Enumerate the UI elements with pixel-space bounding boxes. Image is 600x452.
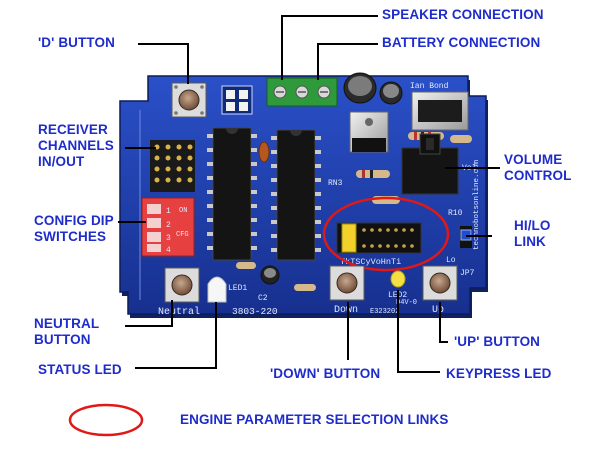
dip-number-3: 3	[166, 234, 171, 243]
silk-website: technobotsonline.com	[473, 159, 481, 250]
leader-neutral	[125, 300, 173, 327]
engine-links-highlight-ellipse	[322, 196, 450, 272]
label-engine-parameter-links: ENGINE PARAMETER SELECTION LINKS	[180, 412, 449, 427]
silk-neutral: Neutral	[158, 306, 200, 318]
label-down-button: 'DOWN' BUTTON	[270, 366, 381, 381]
label-status-led: STATUS LED	[38, 362, 122, 377]
leader-status-led	[135, 302, 217, 369]
terminal-block-icon	[266, 77, 338, 107]
neutral-push-button-icon	[164, 267, 200, 303]
label-d-button: 'D' BUTTON	[38, 35, 115, 50]
leader-speaker	[281, 15, 378, 80]
dip-number-1: 1	[166, 207, 171, 216]
leader-battery	[317, 43, 378, 80]
label-neutral-button: NEUTRAL BUTTON	[34, 316, 100, 347]
status-led-icon	[207, 276, 227, 303]
silk-code: E323202	[370, 308, 399, 316]
silk-designer: Ian Bond	[410, 82, 449, 91]
leader-up	[439, 302, 448, 343]
label-speaker-connection: SPEAKER CONNECTION	[382, 7, 544, 22]
leader-d-button	[138, 43, 189, 84]
silk-version: D4V-0	[396, 299, 417, 307]
label-volume-control: VOLUME CONTROL	[504, 152, 572, 183]
d-push-button-icon	[171, 82, 207, 118]
dip-number-2: 2	[166, 221, 171, 230]
silk-led1: LED1	[228, 284, 247, 293]
keypress-led-icon	[390, 270, 406, 288]
regulator-icon	[349, 91, 469, 153]
dip-on-label: ON	[179, 207, 187, 215]
silk-r10: R10	[448, 209, 463, 218]
label-up-button: 'UP' BUTTON	[454, 334, 541, 349]
silk-lo: Lo	[446, 256, 456, 265]
label-config-dip-switches: CONFIG DIP SWITCHES	[34, 213, 114, 244]
receiver-pin-headers	[150, 140, 195, 192]
ic-chip-icon-right	[271, 129, 321, 261]
electrolytic-capacitor-icon	[260, 72, 403, 285]
down-push-button-icon	[329, 265, 365, 301]
silk-down: Down	[334, 305, 358, 316]
potentiometer-icon	[401, 133, 459, 195]
label-hi-lo-link: HI/LO LINK	[514, 218, 551, 249]
ceramic-capacitor-icon	[258, 141, 270, 163]
jumper-pads	[221, 85, 253, 115]
label-receiver-channels: RECEIVER CHANNELS IN/OUT	[38, 122, 114, 169]
label-keypress-led: KEYPRESS LED	[446, 366, 552, 381]
label-battery-connection: BATTERY CONNECTION	[382, 35, 541, 50]
leader-keypress	[397, 290, 440, 373]
silk-rn3: RN3	[328, 179, 343, 188]
silk-c2: C2	[258, 294, 268, 303]
dip-cfg-label: CFG	[176, 231, 189, 239]
leader-lines	[118, 15, 500, 373]
up-push-button-icon	[422, 265, 458, 301]
dip-switch-icon: 1 2 3 4 ON CFG	[141, 197, 195, 257]
engine-parameter-link-header: TkTSCyVoHnTi	[336, 222, 422, 267]
silk-part-number: 3803-220	[232, 306, 278, 317]
silk-jp7: JP7	[460, 269, 475, 278]
silk-up: Up	[432, 305, 444, 316]
dip-number-4: 4	[166, 246, 171, 255]
ic-chip-icon-left	[207, 127, 257, 261]
legend-ellipse-icon	[68, 403, 144, 437]
link-row-silk: TkTSCyVoHnTi	[340, 257, 401, 267]
